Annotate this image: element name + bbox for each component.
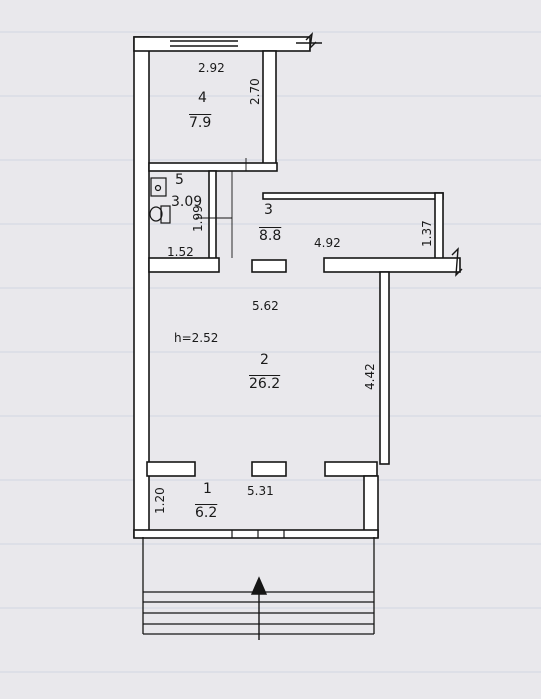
dimension-lines xyxy=(196,158,247,258)
room4-bottom-partition xyxy=(148,162,278,172)
bottom-wall xyxy=(133,529,379,539)
step-right-wall xyxy=(434,192,444,264)
pier-lower-right xyxy=(324,461,378,477)
pier-lower-center xyxy=(251,461,287,477)
room4-right-wall xyxy=(262,50,277,171)
top-window xyxy=(170,40,238,47)
sink-icon xyxy=(150,177,167,197)
upper-step-wall xyxy=(262,192,444,200)
walls xyxy=(133,36,461,539)
room3-bottom-wall-right xyxy=(323,257,461,273)
room1-right-wall xyxy=(363,475,379,538)
entrance-doors xyxy=(231,530,285,538)
room5-right-partition xyxy=(208,170,217,262)
room2-right-wall xyxy=(379,271,390,465)
pier-top xyxy=(251,259,287,273)
wall-break-marks xyxy=(296,32,463,277)
top-wall xyxy=(133,36,311,52)
toilet-icon xyxy=(149,205,171,224)
pier-lower-left xyxy=(146,461,196,477)
room5-bottom-wall xyxy=(148,257,220,273)
paper-grid xyxy=(0,31,541,673)
entrance-arrow-icon xyxy=(250,576,268,640)
